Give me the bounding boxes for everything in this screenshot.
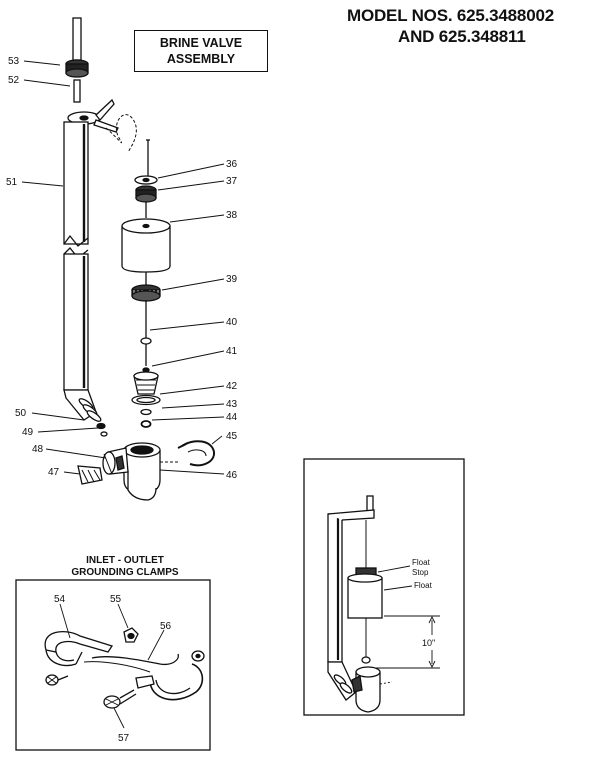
- clamps-panel-border: [15, 579, 211, 751]
- callout-39: 39: [226, 274, 238, 285]
- callout-47: 47: [48, 467, 60, 478]
- float-label: Float: [414, 581, 433, 590]
- callout-56: 56: [160, 621, 172, 632]
- clamps-callout-labels: 54 55 56 57: [54, 594, 172, 744]
- callout-48: 48: [32, 444, 44, 455]
- callout-38: 38: [226, 210, 238, 221]
- callout-36: 36: [226, 159, 238, 170]
- float-stack: [121, 139, 171, 428]
- brine-tube-assembly: [63, 17, 137, 437]
- clamps-panel-title-line-2: GROUNDING CLAMPS: [71, 567, 179, 578]
- grounding-clamps-drawing: [44, 627, 205, 709]
- callout-37: 37: [226, 176, 238, 187]
- inset-panel-border: [303, 458, 465, 716]
- float-stop-label-line-1: Float: [412, 558, 431, 567]
- model-numbers-line-1: MODEL NOS. 625.3488002: [347, 6, 554, 25]
- assembly-title-box: BRINE VALVE ASSEMBLY: [134, 30, 268, 72]
- part-55-nut: [123, 627, 139, 643]
- part-53-nut: [65, 59, 89, 78]
- part-57-screw: [103, 689, 137, 709]
- assembly-title-line-1: BRINE VALVE: [159, 36, 243, 50]
- callout-54: 54: [54, 594, 66, 605]
- part-45-clip: [177, 440, 216, 467]
- clamps-panel-title-line-1: INLET - OUTLET: [86, 555, 164, 566]
- callout-45: 45: [226, 431, 238, 442]
- assembly-title-line-2: ASSEMBLY: [166, 52, 236, 66]
- float-height-inset-drawing: [327, 495, 440, 713]
- callout-55: 55: [110, 594, 122, 605]
- main-leader-lines: [21, 60, 225, 475]
- part-47-clip: [77, 465, 103, 485]
- inset-labels: Float Stop Float 10": [412, 558, 435, 648]
- callout-53: 53: [8, 56, 20, 67]
- dimension-label: 10": [422, 638, 435, 648]
- callout-43: 43: [226, 399, 238, 410]
- clamps-leader-lines: [59, 603, 165, 729]
- callout-57: 57: [118, 733, 130, 744]
- callout-51: 51: [6, 177, 18, 188]
- main-callout-labels: 53 52 51 50 49 48 47 36 37 38 39 40 41 4…: [6, 56, 238, 481]
- callout-40: 40: [226, 317, 238, 328]
- part-46-valve-body: [102, 442, 178, 501]
- callout-49: 49: [22, 427, 34, 438]
- callout-50: 50: [15, 408, 27, 419]
- callout-52: 52: [8, 75, 20, 86]
- model-numbers-line-2: AND 625.348811: [398, 27, 526, 46]
- clamps-panel-title: INLET - OUTLET GROUNDING CLAMPS: [40, 555, 210, 579]
- callout-42: 42: [226, 381, 238, 392]
- float-stop-label-line-2: Stop: [412, 568, 429, 577]
- callout-46: 46: [226, 470, 238, 481]
- callout-41: 41: [226, 346, 238, 357]
- part-50-fitting: [78, 398, 102, 422]
- callout-44: 44: [226, 412, 238, 423]
